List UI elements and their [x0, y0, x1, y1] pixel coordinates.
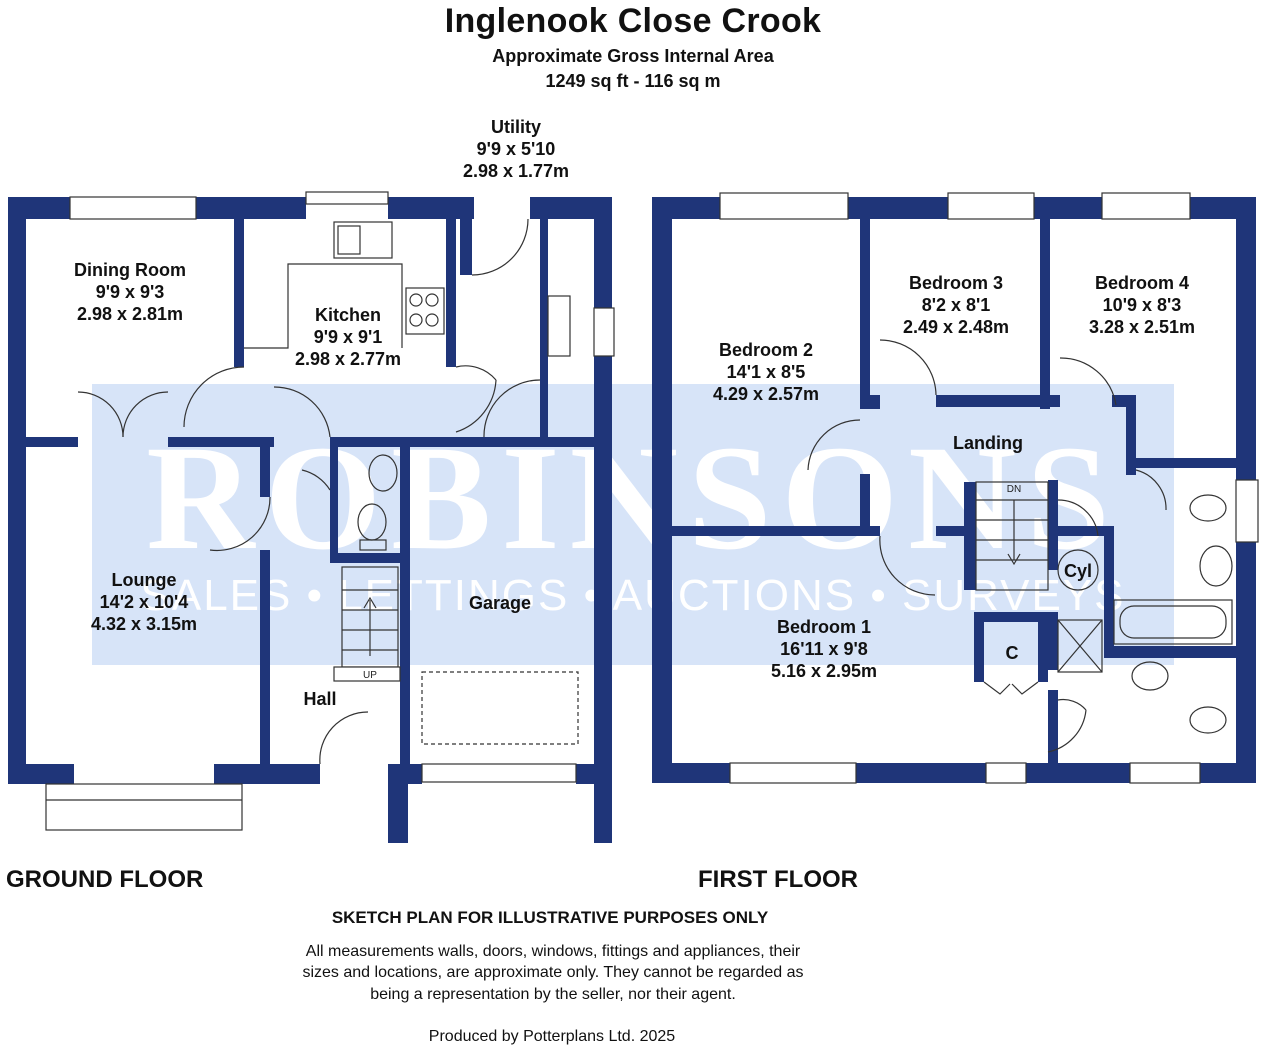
- room-utility: Utility 9'9 x 5'10 2.98 x 1.77m: [436, 116, 596, 182]
- room-bedroom-4: Bedroom 4 10'9 x 8'3 3.28 x 2.51m: [1062, 272, 1222, 338]
- room-name: Bedroom 2: [718, 340, 814, 360]
- disclaimer-line-2: sizes and locations, are approximate onl…: [302, 964, 804, 981]
- room-bedroom-1: Bedroom 1 16'11 x 9'8 5.16 x 2.95m: [744, 616, 904, 682]
- room-name: Dining Room: [74, 260, 186, 280]
- room-name: Utility: [490, 117, 541, 137]
- room-garage: Garage: [440, 592, 560, 614]
- room-size-imperial: 14'1 x 8'5: [726, 362, 806, 382]
- room-name: Bedroom 3: [908, 273, 1004, 293]
- plan-area: 1249 sq ft - 116 sq m: [545, 71, 721, 91]
- room-name: Landing: [953, 433, 1023, 453]
- room-size-metric: 2.98 x 2.77m: [294, 349, 402, 369]
- room-landing: Landing: [928, 432, 1048, 454]
- stairs-down-label: DN: [1007, 484, 1021, 495]
- stairs-up-label: UP: [363, 670, 377, 681]
- room-size-metric: 4.32 x 3.15m: [90, 614, 198, 634]
- room-name: Bedroom 1: [776, 617, 872, 637]
- room-size-metric: 4.29 x 2.57m: [712, 384, 820, 404]
- room-lounge: Lounge 14'2 x 10'4 4.32 x 3.15m: [64, 569, 224, 635]
- plan-subtitle: Approximate Gross Internal Area: [492, 46, 774, 66]
- room-name: Garage: [468, 593, 532, 613]
- ground-floor-walls: [8, 197, 612, 843]
- room-size-imperial: 8'2 x 8'1: [921, 295, 991, 315]
- room-hall: Hall: [280, 688, 360, 710]
- disclaimer-line-3: being a representation by the seller, no…: [370, 986, 736, 1003]
- first-floor-fittings: [719, 192, 1259, 784]
- room-name: Hall: [303, 689, 337, 709]
- first-floor-walls: [652, 197, 1256, 783]
- room-size-imperial: 16'11 x 9'8: [780, 639, 868, 659]
- plan-title: Inglenook Close Crook: [444, 2, 822, 40]
- watermark-brand: ROBINSONS: [146, 415, 1120, 581]
- room-size-metric: 5.16 x 2.95m: [770, 661, 878, 681]
- room-size-metric: 2.98 x 1.77m: [462, 161, 570, 181]
- first-floor-label: FIRST FLOOR: [698, 866, 858, 893]
- room-size-imperial: 14'2 x 10'4: [99, 592, 189, 612]
- room-bedroom-3: Bedroom 3 8'2 x 8'1 2.49 x 2.48m: [876, 272, 1036, 338]
- disclaimer-line-1: All measurements walls, doors, windows, …: [305, 943, 801, 960]
- room-name: Kitchen: [314, 305, 381, 325]
- room-size-imperial: 10'9 x 8'3: [1102, 295, 1182, 315]
- ground-floor-label: GROUND FLOOR: [6, 866, 204, 893]
- sketch-notice: SKETCH PLAN FOR ILLUSTRATIVE PURPOSES ON…: [331, 908, 769, 927]
- ground-floor-fittings: [45, 191, 615, 831]
- room-name: Bedroom 4: [1094, 273, 1190, 293]
- room-kitchen: Kitchen 9'9 x 9'1 2.98 x 2.77m: [268, 304, 428, 370]
- room-name: Lounge: [111, 570, 177, 590]
- room-size-imperial: 9'9 x 5'10: [476, 139, 556, 159]
- room-dining: Dining Room 9'9 x 9'3 2.98 x 2.81m: [50, 259, 210, 325]
- room-bedroom-2: Bedroom 2 14'1 x 8'5 4.29 x 2.57m: [686, 339, 846, 405]
- room-size-metric: 2.98 x 2.81m: [76, 304, 184, 324]
- room-size-imperial: 9'9 x 9'1: [313, 327, 383, 347]
- produced-by: Produced by Potterplans Ltd. 2025: [428, 1028, 676, 1045]
- room-size-metric: 3.28 x 2.51m: [1088, 317, 1196, 337]
- room-size-metric: 2.49 x 2.48m: [902, 317, 1010, 337]
- cupboard-label: C: [1006, 643, 1019, 663]
- watermark-tagline: SALES • LETTINGS • AUCTIONS • SURVEYS: [141, 571, 1126, 620]
- cylinder-label: Cyl: [1064, 561, 1092, 581]
- room-size-imperial: 9'9 x 9'3: [95, 282, 165, 302]
